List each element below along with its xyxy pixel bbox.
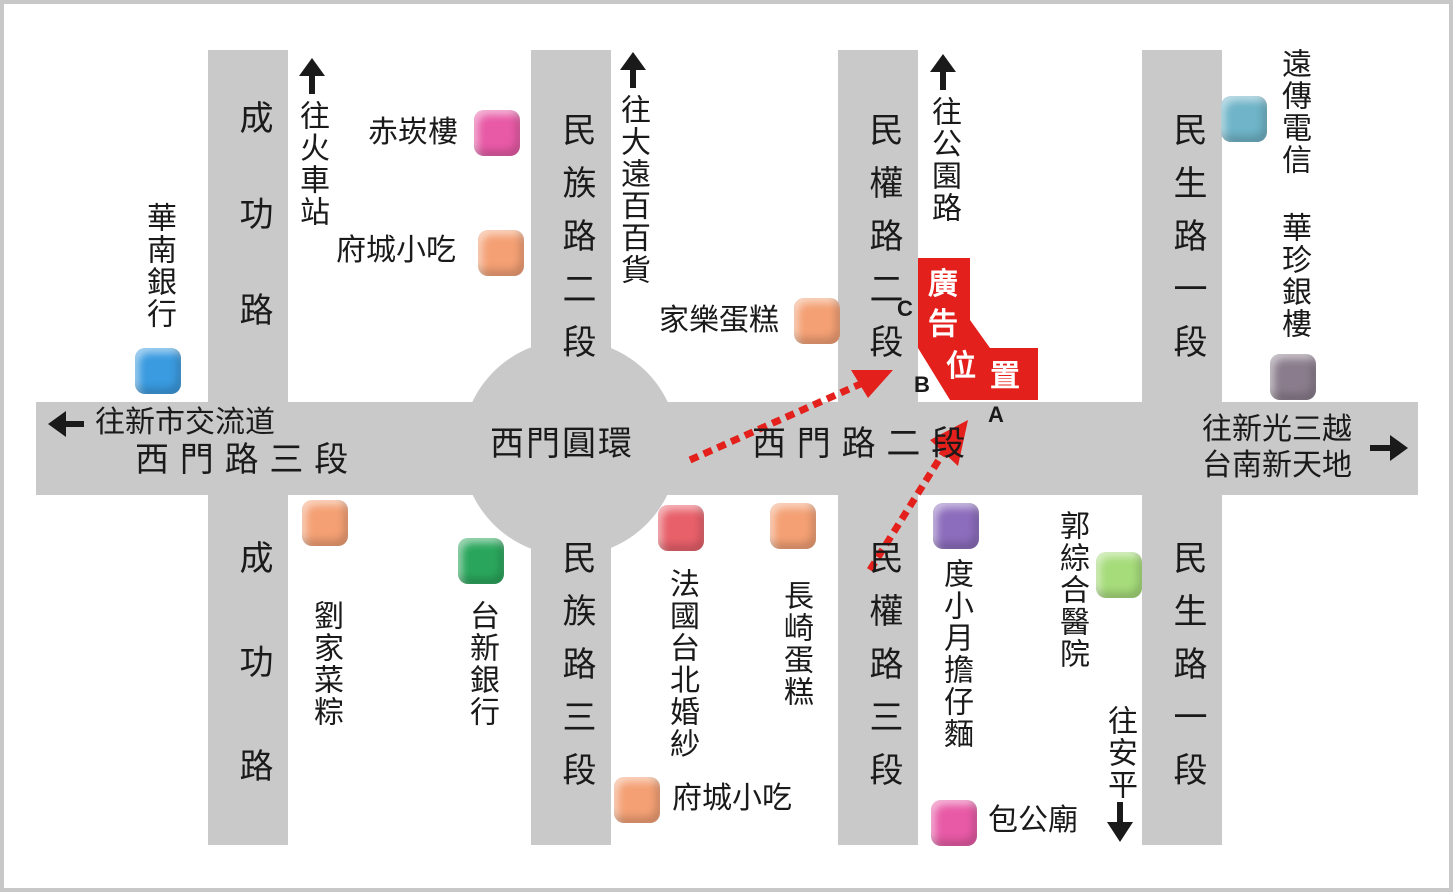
guidance-arrows (688, 370, 968, 572)
poi-duxiaoyue: 度小月擔仔麵 (938, 558, 973, 750)
road-minzu-2: 民族路二段 (556, 112, 596, 377)
roundabout-label: 西門圓環 (490, 424, 634, 464)
poi-guo-hospital: 郭綜合醫院 (1054, 510, 1089, 670)
poi-marker-jiale-cake (794, 298, 840, 344)
poi-marker-french-wedding (658, 505, 704, 551)
ad-char-2: 告 (928, 307, 958, 342)
location-label-b: B (914, 372, 930, 397)
road-minsheng-1-top: 民生路一段 (1167, 112, 1207, 377)
route-line-from-south (867, 448, 948, 572)
road-minsheng-1-bottom: 民生路一段 (1167, 540, 1207, 805)
location-label-a: A (988, 402, 1004, 427)
poi-marker-liujia-zong (302, 500, 348, 546)
arrow-right-shin-kong-icon (1370, 435, 1408, 461)
ad-char-3: 位 (946, 349, 976, 384)
poi-nagasaki-cake: 長崎蛋糕 (778, 580, 813, 708)
road-minzu-3: 民族路三段 (556, 540, 596, 805)
minquan-road (838, 50, 918, 845)
arrow-up-far-eastern-icon (620, 52, 646, 88)
route-line-from-roundabout (688, 378, 867, 464)
direction-shin-kong: 往新光三越 (1202, 412, 1352, 447)
direction-anping: 往安平 (1102, 705, 1137, 801)
poi-marker-hua-nan-bank (135, 348, 181, 394)
road-minquan-2: 民權路二段 (863, 112, 903, 377)
ad-char-1: 廣 (928, 267, 958, 302)
direction-far-eastern: 往大遠百百貨 (615, 94, 650, 286)
poi-fucheng-top: 府城小吃 (336, 233, 456, 268)
route-arrowhead-a-icon (930, 420, 968, 466)
poi-bao-gong-temple: 包公廟 (988, 803, 1078, 838)
direction-arrows (48, 52, 1408, 842)
arrow-up-park-road-icon (930, 54, 956, 90)
ad-location-block (918, 258, 1038, 400)
road-ximen-2: 西 門 路 二 段 (752, 424, 966, 464)
poi-chitan-lou: 赤崁樓 (368, 115, 458, 150)
poi-marker-fareastone (1221, 96, 1267, 142)
poi-jiale-cake: 家樂蛋糕 (659, 303, 779, 338)
direction-train-station: 往火車站 (294, 100, 329, 228)
location-label-c: C (897, 296, 913, 321)
poi-marker-chitan-lou (474, 110, 520, 156)
poi-fareastone: 遠傳電信 (1276, 48, 1311, 176)
poi-fucheng-bottom: 府城小吃 (672, 781, 792, 816)
poi-marker-nagasaki-cake (770, 503, 816, 549)
poi-marker-guo-hospital (1096, 552, 1142, 598)
road-chenggong-bottom: 成功路 (233, 540, 273, 852)
road-chenggong-top: 成功路 (233, 100, 273, 388)
poi-marker-taishin-bank (458, 538, 504, 584)
poi-liujia-zong: 劉家菜粽 (308, 600, 343, 728)
ximen-roundabout (462, 340, 678, 556)
direction-xinshi: 往新市交流道 (95, 405, 275, 440)
direction-new-world: 台南新天地 (1202, 448, 1352, 483)
poi-marker-duxiaoyue (933, 503, 979, 549)
road-minquan-3: 民權路三段 (863, 540, 903, 805)
poi-taishin-bank: 台新銀行 (464, 600, 499, 728)
minsheng-road (1142, 50, 1222, 845)
chenggong-road (208, 50, 288, 845)
poi-marker-fucheng-bottom (614, 777, 660, 823)
ad-char-4: 置 (990, 359, 1020, 394)
direction-park-road: 往公園路 (926, 96, 961, 224)
poi-hua-nan-bank: 華南銀行 (141, 202, 176, 330)
poi-french-wedding: 法國台北婚紗 (664, 568, 699, 760)
arrow-up-train-station-icon (299, 58, 325, 94)
poi-marker-huazhen-lou (1270, 354, 1316, 400)
road-ximen-3: 西 門 路 三 段 (135, 440, 349, 480)
arrow-down-anping-icon (1107, 802, 1133, 842)
poi-huazhen-lou: 華珍銀樓 (1276, 212, 1311, 340)
route-arrowhead-b-icon (851, 370, 893, 398)
poi-marker-bao-gong-temple (931, 800, 977, 846)
poi-marker-fucheng-top (478, 230, 524, 276)
arrow-left-xinshi-icon (48, 411, 84, 437)
